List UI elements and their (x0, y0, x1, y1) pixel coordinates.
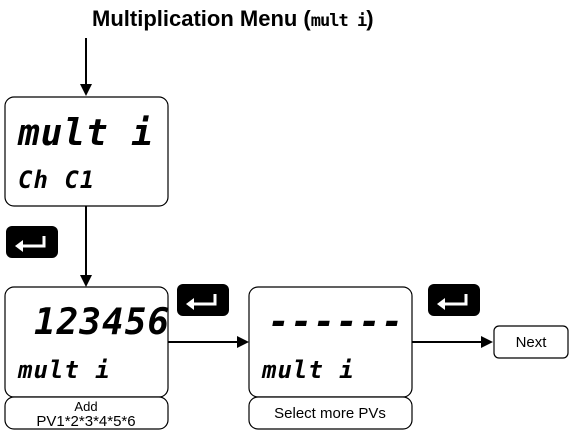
screen-2-caption: Add PV1*2*3*4*5*6 (4, 396, 169, 430)
title-display-code: mult i (311, 11, 367, 31)
display-screen-2: 123456 mult i (4, 286, 170, 398)
enter-arrow-icon (20, 236, 46, 248)
screen-1-top-text: mult i (17, 113, 154, 154)
screen-3-caption-text: Select more PVs (274, 405, 386, 422)
screen-2-caption-line2: PV1*2*3*4*5*6 (36, 413, 135, 430)
screen-3-caption: Select more PVs (248, 396, 413, 430)
enter-key-2[interactable] (177, 284, 229, 316)
screen-3-top-text: ------ (268, 302, 404, 343)
screen-2-bottom-text: mult i (17, 356, 111, 384)
enter-key-3[interactable] (428, 284, 480, 316)
enter-arrow-icon (191, 294, 217, 306)
screen-1-bottom-text: Ch C1 (18, 166, 95, 194)
screen-2-caption-line1: Add (74, 399, 97, 414)
screen-3-bottom-text: mult i (261, 356, 355, 384)
screen-2-top-text: 123456 (34, 302, 170, 343)
enter-arrow-icon (442, 294, 468, 306)
next-step-box[interactable]: Next (493, 325, 569, 359)
enter-key-1[interactable] (6, 226, 58, 258)
next-label: Next (516, 334, 548, 351)
display-screen-3: ------ mult i (248, 286, 413, 398)
display-screen-1: mult i Ch C1 (4, 96, 169, 207)
diagram-title: Multiplication Menu (mult i) (92, 6, 374, 31)
